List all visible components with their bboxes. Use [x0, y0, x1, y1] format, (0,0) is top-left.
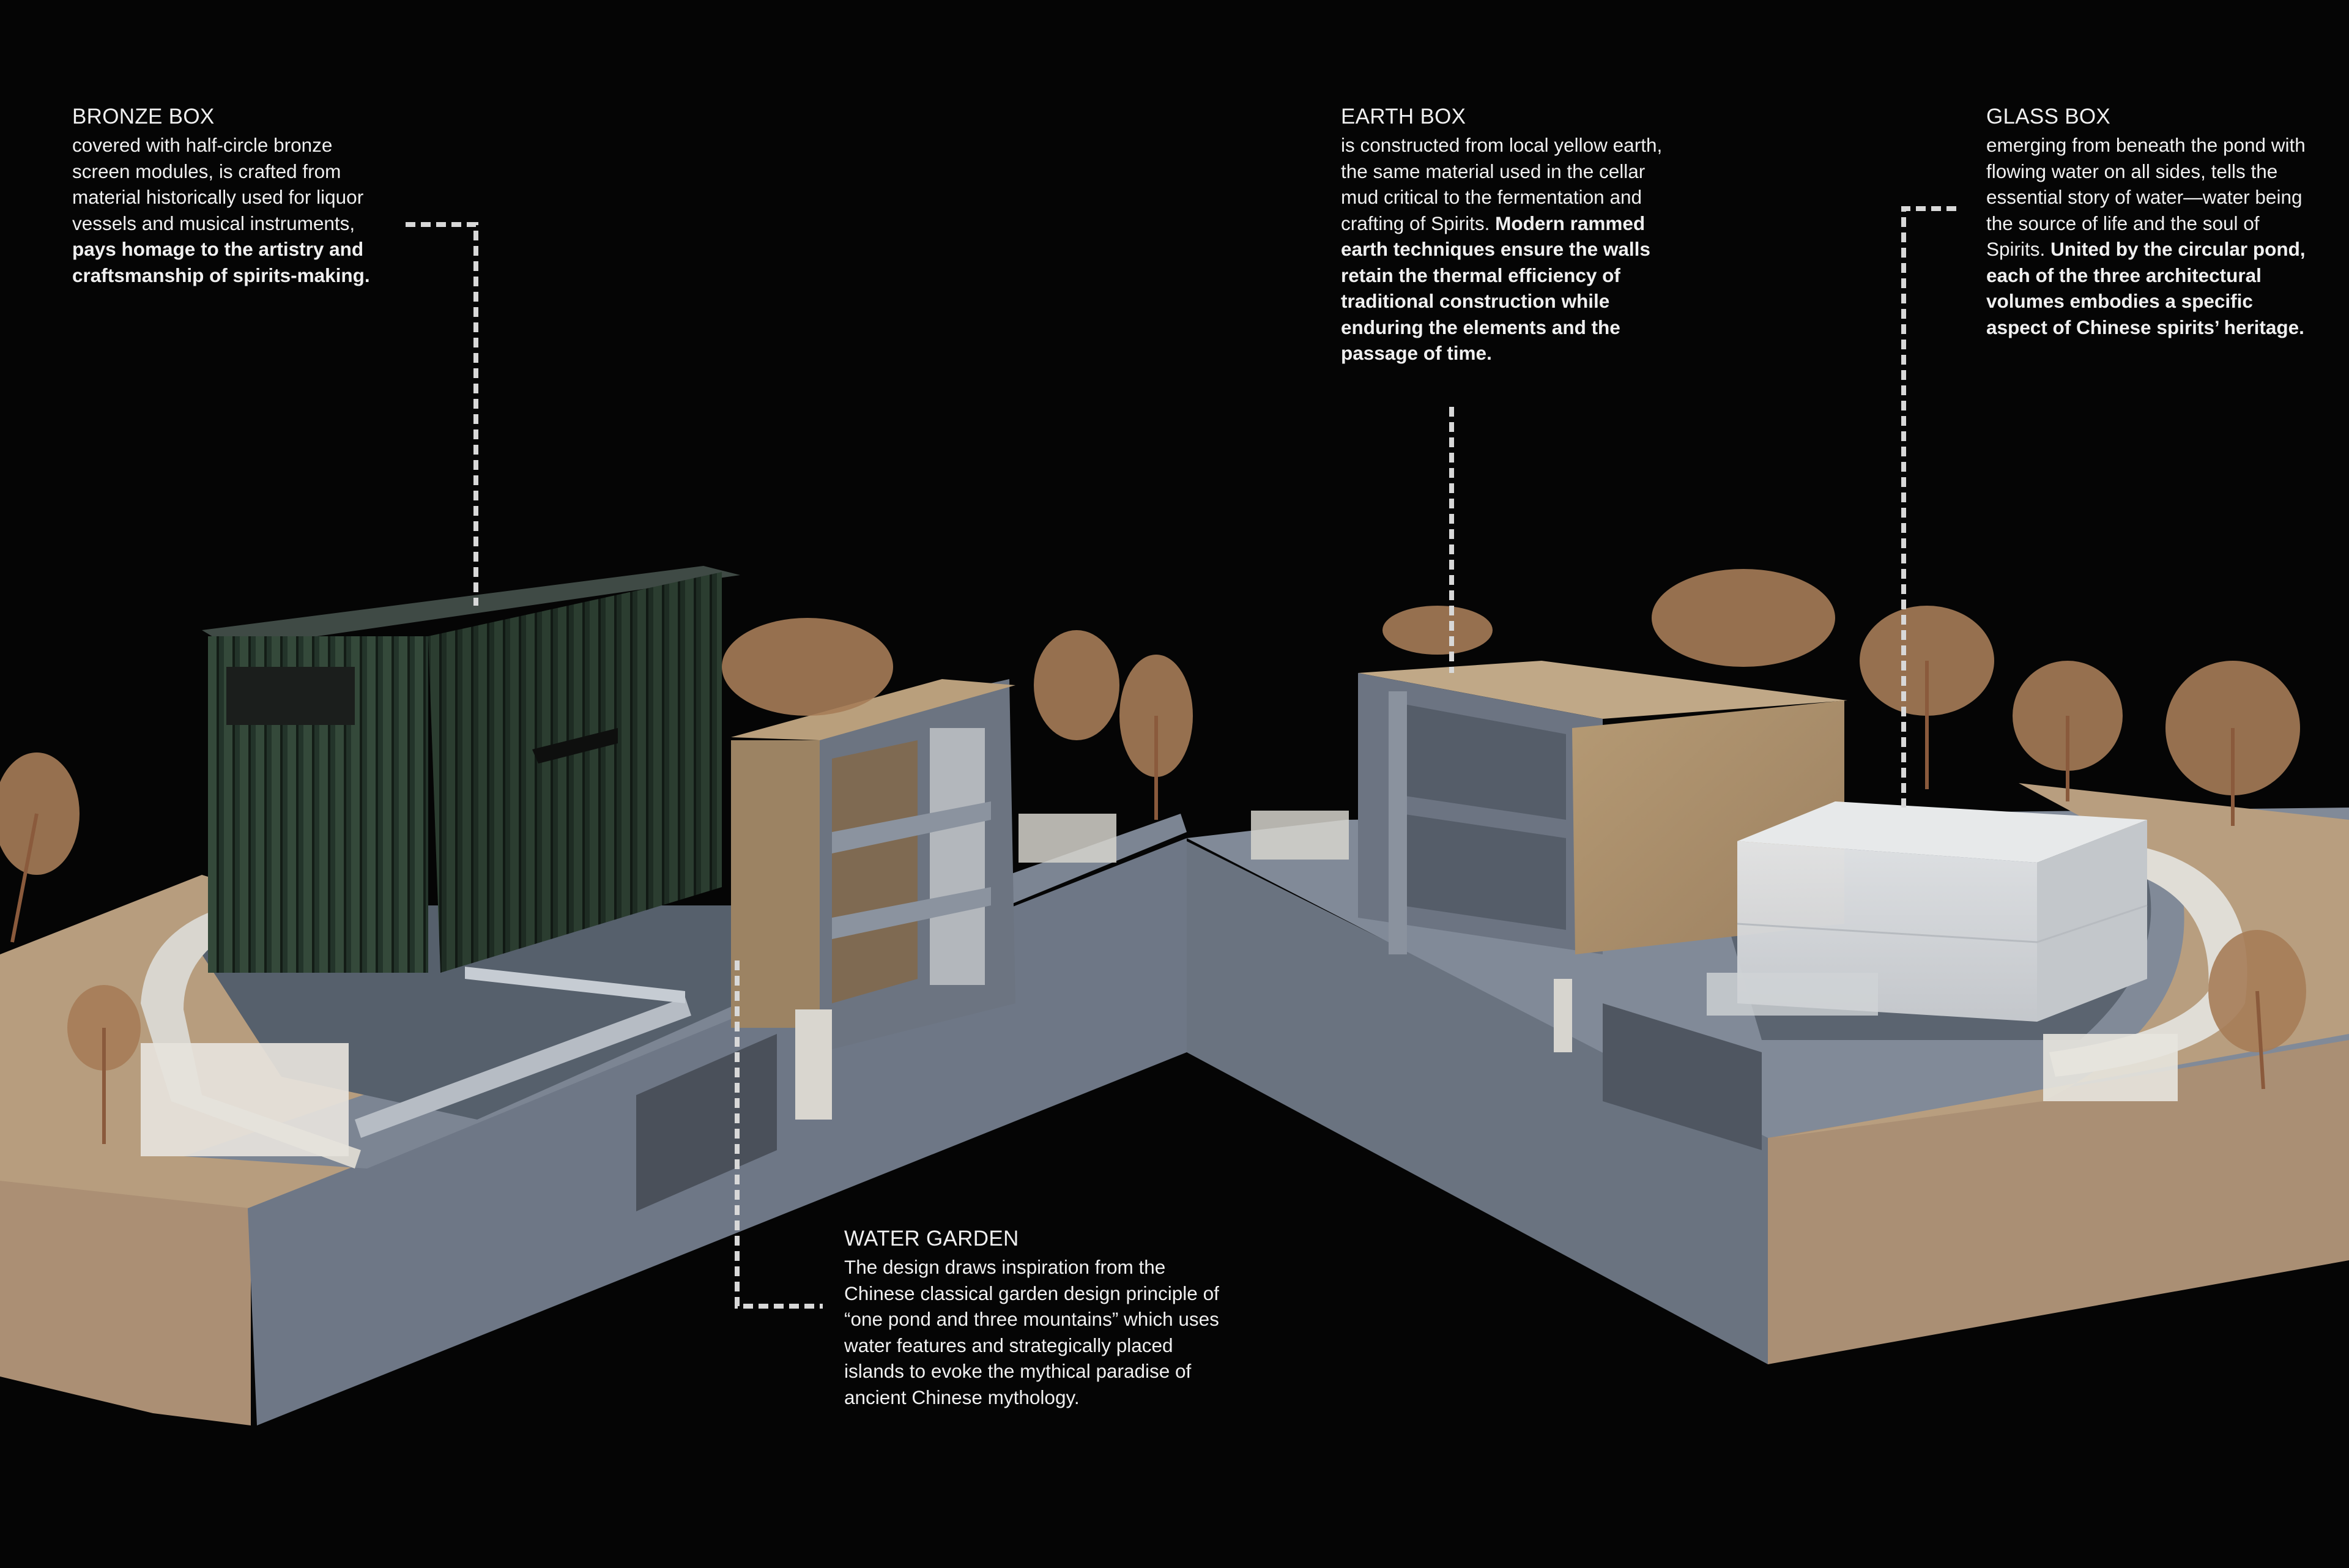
- bronze-box-body: covered with half-circle bronze screen m…: [72, 134, 364, 234]
- glass-corridor: [355, 997, 691, 1138]
- earth-box-description: is constructed from local yellow earth, …: [1341, 132, 1671, 366]
- glass-box-top: [1737, 801, 2147, 863]
- glass-box-right-face: [2037, 820, 2147, 1022]
- water-garden-title: WATER GARDEN: [844, 1227, 1019, 1250]
- bronze-box-title: BRONZE BOX: [72, 105, 215, 128]
- glass-box-title: GLASS BOX: [1986, 105, 2111, 128]
- earth-box-top: [1358, 661, 1847, 719]
- left-railing: [1019, 814, 1116, 863]
- glass-box-balcony: [1707, 973, 1878, 1016]
- water-leader-line: [735, 960, 823, 1309]
- glass-box-annotation: GLASS BOX emerging from beneath the pond…: [1986, 103, 2317, 340]
- right-base-grey-face: [1187, 841, 1768, 1364]
- right-site-top: [1774, 783, 2349, 1138]
- water-garden-description: The design draws inspiration from the Ch…: [844, 1254, 1223, 1410]
- glass-box-body: emerging from beneath the pond with flow…: [1986, 134, 2306, 260]
- right-slat-screen: [2043, 1034, 2178, 1101]
- left-slat-screen: [141, 1043, 349, 1156]
- bronze-box-body-emphasis: pays homage to the artistry and craftsma…: [72, 238, 370, 286]
- earth-box-title: EARTH BOX: [1341, 105, 1466, 128]
- earth-wall-left: [731, 740, 820, 1028]
- water-garden-body: The design draws inspiration from the Ch…: [844, 1256, 1219, 1408]
- left-wing-roof: [731, 679, 1015, 740]
- right-basement-opening: [1603, 1003, 1762, 1150]
- right-screen-wall: [2049, 844, 2247, 1077]
- glass-box-body-emphasis: United by the circular pond, each of the…: [1986, 238, 2306, 338]
- glass-leader-line: [1901, 206, 1956, 808]
- underground-amphitheatre: [636, 1034, 777, 1211]
- bronze-box-opening: [226, 667, 355, 725]
- earth-box-body: is constructed from local yellow earth, …: [1341, 134, 1663, 234]
- bronze-box-front-face: [428, 572, 722, 973]
- bronze-box-top: [202, 566, 740, 648]
- bronze-leader-line: [406, 222, 478, 606]
- earth-box-body-emphasis: Modern rammed earth techniques ensure th…: [1341, 212, 1650, 365]
- right-railing: [1251, 811, 1349, 860]
- glass-box-description: emerging from beneath the pond with flow…: [1986, 132, 2317, 340]
- water-garden-annotation: WATER GARDEN The design draws inspiratio…: [844, 1225, 1223, 1410]
- leader-lines: [406, 206, 1956, 1309]
- earth-box-annotation: EARTH BOX is constructed from local yell…: [1341, 103, 1671, 366]
- left-base-tan-face: [0, 1181, 251, 1425]
- bronze-box-description: covered with half-circle bronze screen m…: [72, 132, 390, 288]
- bronze-box-annotation: BRONZE BOX covered with half-circle bron…: [72, 103, 390, 288]
